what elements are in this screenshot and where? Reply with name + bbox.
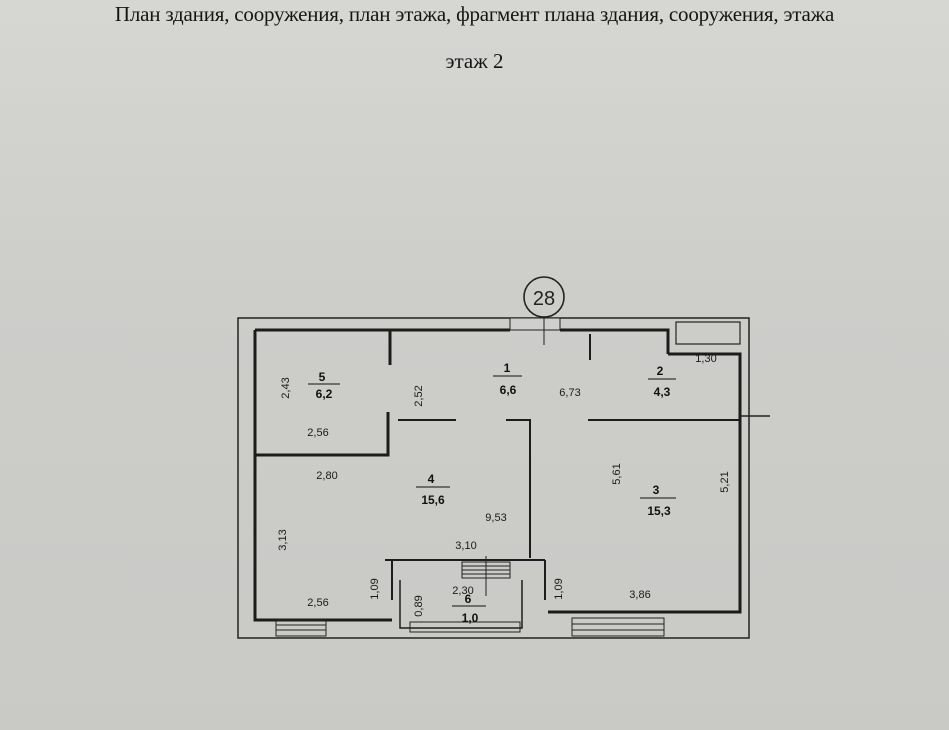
room-4-label: 4 15,6 [416,472,450,507]
wall-left [253,330,392,622]
wall-central [506,419,531,558]
dimension-2-56-room5: 2,56 [307,427,328,439]
window-top [509,317,561,331]
dimension-1-09-left: 1,09 [369,578,381,599]
dimension-1-09-right: 1,09 [553,578,565,599]
dimension-1-30: 1,30 [695,353,716,365]
dimension-2-30: 2,30 [452,585,473,597]
dimension-3-13: 3,13 [277,529,289,550]
svg-text:1,0: 1,0 [462,611,479,625]
dimension-2-52: 2,52 [413,385,425,406]
svg-text:4: 4 [428,472,435,486]
svg-text:15,3: 15,3 [647,504,671,518]
room-5-label: 5 6,2 [308,370,340,401]
svg-text:3: 3 [653,483,660,497]
svg-text:1: 1 [504,361,511,375]
dimension-0-89: 0,89 [413,595,425,616]
svg-text:6,2: 6,2 [316,387,333,401]
dimension-3-86: 3,86 [629,589,650,601]
wall-room5-bottom [256,412,390,457]
svg-text:4,3: 4,3 [654,385,671,399]
dimension-2-43: 2,43 [280,377,292,398]
wall-right [548,352,742,614]
dimension-6-73: 6,73 [559,387,580,399]
wall-top-right [560,328,670,354]
floor-label: этаж 2 [445,49,504,73]
room-6-label: 6 1,0 [452,592,486,625]
svg-text:6,6: 6,6 [500,383,517,397]
window-bottom-right [571,617,665,637]
dimension-2-56-room4: 2,56 [307,597,328,609]
window-bottom-center [409,621,521,633]
dimension-5-21: 5,21 [719,471,731,492]
document-title: План здания, сооружения, план этажа, фра… [114,2,835,26]
dimension-2-80: 2,80 [316,470,337,482]
outer-wall-outline [237,317,750,639]
dimension-9-53: 9,53 [485,512,506,524]
wall-room6-inner [399,580,523,629]
svg-text:15,6: 15,6 [421,493,445,507]
svg-text:6: 6 [465,592,472,606]
stair-hatch [461,556,511,596]
axis-marker-label: 28 [533,288,555,310]
svg-text:2: 2 [657,364,664,378]
room-2-label: 2 4,3 [648,364,676,399]
room-1-label: 1 6,6 [493,361,522,397]
svg-text:5: 5 [319,370,326,384]
room-3-label: 3 15,3 [640,483,676,518]
dimension-3-10: 3,10 [455,540,476,552]
window-bottom-left [275,619,327,637]
balcony-box [675,321,741,345]
dimension-5-61: 5,61 [611,463,623,484]
